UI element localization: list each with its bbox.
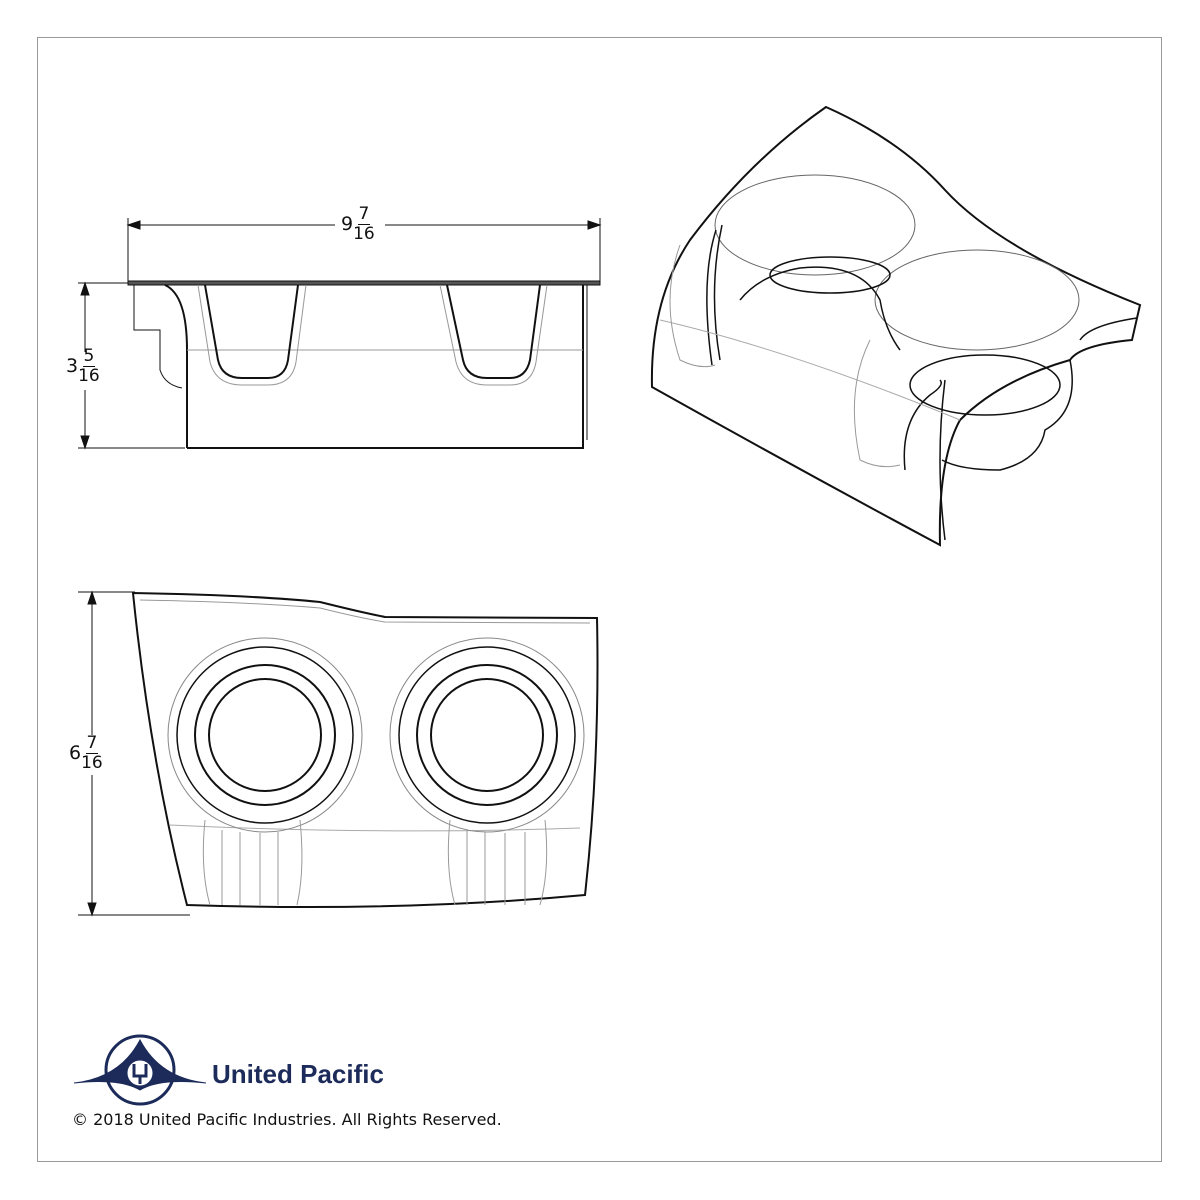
width-denominator: 16 [353,224,375,244]
height-denominator: 16 [78,366,100,386]
brand-name: United Pacific [212,1059,384,1089]
width-whole: 9 [341,213,354,235]
copyright-notice: © 2018 United Pacific Industries. All Ri… [72,1110,502,1129]
cup-hole-left [167,637,363,906]
height-dimension-line [78,281,185,450]
depth-denominator: 16 [81,753,103,773]
height-whole: 3 [66,355,79,377]
height-numerator: 5 [82,346,96,367]
depth-numerator: 7 [85,733,99,754]
drawing-frame [37,37,1162,1162]
depth-dimension-line [78,590,190,917]
isometric-view [650,105,1142,547]
width-dimension-line [126,218,602,282]
cup-hole-right [389,637,585,906]
depth-whole: 6 [69,742,82,764]
united-pacific-logo [73,1034,207,1106]
top-view [131,591,599,909]
width-numerator: 7 [357,204,371,225]
front-view [127,280,601,449]
